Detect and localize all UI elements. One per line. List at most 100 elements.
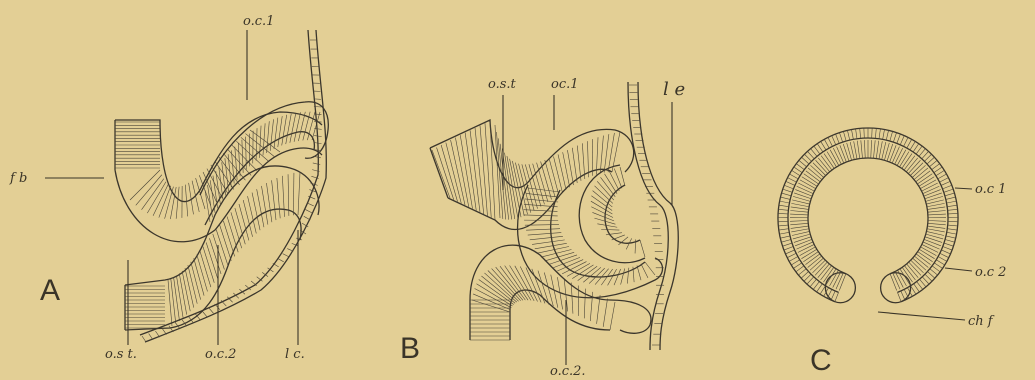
cell-ray bbox=[277, 178, 280, 218]
cell-ray bbox=[876, 141, 878, 159]
cell-ray bbox=[839, 133, 842, 142]
cell-ray bbox=[804, 154, 811, 161]
cell-ray bbox=[897, 292, 901, 301]
panel-c-leader-chf bbox=[878, 312, 965, 320]
cell-ray bbox=[914, 284, 920, 292]
cell-ray bbox=[455, 138, 468, 207]
cell-ray bbox=[596, 137, 598, 174]
cell-ray bbox=[946, 236, 956, 238]
cell-ray bbox=[802, 157, 809, 164]
cell-ray bbox=[307, 203, 314, 206]
cell-ray bbox=[791, 203, 809, 206]
cell-ray bbox=[807, 151, 814, 158]
cell-ray bbox=[798, 244, 814, 252]
panel-c-leader-oc1 bbox=[955, 188, 972, 189]
cell-ray bbox=[927, 157, 934, 164]
panel-c-label-oc2: o.c 2 bbox=[975, 265, 1006, 280]
cell-ray bbox=[200, 251, 211, 287]
cell-ray bbox=[814, 146, 820, 154]
cell-ray bbox=[864, 140, 865, 158]
cell-ray bbox=[922, 151, 929, 158]
cell-ray bbox=[272, 180, 276, 220]
panel-a-label-lc: l c. bbox=[285, 347, 305, 362]
cell-ray bbox=[893, 273, 900, 289]
cell-ray bbox=[904, 289, 909, 298]
cell-ray bbox=[208, 307, 213, 313]
cell-ray bbox=[239, 204, 249, 240]
cell-ray bbox=[475, 288, 512, 307]
cell-ray bbox=[267, 121, 270, 153]
cell-ray bbox=[558, 154, 566, 189]
cell-ray bbox=[804, 274, 811, 281]
cell-ray bbox=[794, 193, 811, 199]
cell-ray bbox=[223, 221, 234, 257]
cell-ray bbox=[901, 291, 905, 300]
cell-ray bbox=[928, 210, 946, 212]
cell-ray bbox=[791, 226, 809, 228]
cell-ray bbox=[228, 154, 231, 187]
cell-ray bbox=[947, 201, 957, 203]
cell-ray bbox=[597, 295, 600, 324]
cell-ray bbox=[948, 209, 958, 210]
cell-ray bbox=[813, 282, 819, 290]
cell-ray bbox=[886, 130, 888, 140]
cell-ray bbox=[790, 214, 808, 215]
cell-ray bbox=[512, 161, 524, 216]
panel-b-label-ost: o.s.t bbox=[488, 77, 517, 92]
panel-b: o.s.t oc.1 l e o.c.2. B bbox=[400, 77, 685, 379]
cell-ray bbox=[833, 148, 841, 164]
cell-ray bbox=[446, 143, 461, 204]
cell-ray bbox=[843, 131, 846, 141]
panel-c-label-oc1: o.c 1 bbox=[975, 182, 1006, 197]
cell-ray bbox=[945, 240, 955, 243]
cell-ray bbox=[283, 254, 289, 257]
cell-ray bbox=[641, 264, 648, 278]
cell-ray bbox=[189, 317, 194, 323]
cell-ray bbox=[191, 262, 201, 300]
cell-ray bbox=[549, 158, 559, 194]
cell-ray bbox=[790, 221, 808, 222]
cell-ray bbox=[614, 169, 622, 189]
cell-ray bbox=[227, 217, 238, 253]
cell-ray bbox=[827, 289, 832, 298]
cell-ray bbox=[944, 189, 953, 192]
cell-ray bbox=[176, 276, 183, 318]
cell-ray bbox=[938, 257, 947, 262]
cell-ray bbox=[940, 253, 949, 257]
cell-ray bbox=[799, 160, 807, 166]
cell-ray bbox=[582, 143, 584, 179]
cell-ray bbox=[220, 225, 232, 261]
cell-ray bbox=[783, 243, 792, 246]
cell-ray bbox=[305, 210, 312, 213]
cell-ray bbox=[231, 212, 242, 248]
cell-ray bbox=[836, 273, 843, 289]
cell-ray bbox=[165, 187, 174, 219]
cell-ray bbox=[287, 249, 293, 252]
cell-ray bbox=[789, 174, 798, 179]
cell-ray bbox=[207, 169, 222, 199]
cell-ray bbox=[792, 170, 800, 175]
cell-ray bbox=[432, 150, 450, 198]
cell-ray bbox=[927, 272, 934, 279]
cell-ray bbox=[811, 149, 817, 157]
cell-ray bbox=[832, 136, 836, 145]
cell-ray bbox=[789, 257, 798, 262]
cell-ray bbox=[525, 199, 558, 202]
cell-ray bbox=[948, 225, 958, 226]
cell-ray bbox=[781, 240, 791, 243]
cell-ray bbox=[922, 244, 938, 252]
cell-ray bbox=[796, 266, 804, 272]
cell-ray bbox=[854, 141, 857, 159]
cell-ray bbox=[149, 334, 153, 340]
cell-ray bbox=[532, 240, 565, 245]
cell-ray bbox=[860, 128, 861, 138]
cell-ray bbox=[890, 131, 893, 141]
cell-ray bbox=[801, 272, 808, 279]
cell-ray bbox=[209, 238, 221, 274]
cell-ray bbox=[169, 326, 173, 332]
cell-ray bbox=[787, 253, 796, 257]
cell-ray bbox=[857, 141, 859, 159]
cell-layer-outline bbox=[788, 138, 948, 292]
cell-ray bbox=[836, 134, 840, 143]
cell-ray bbox=[293, 173, 294, 215]
